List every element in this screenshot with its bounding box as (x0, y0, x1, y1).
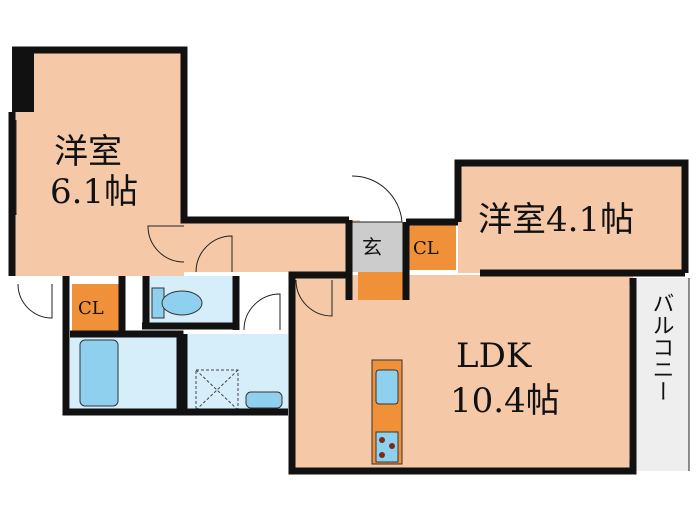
closet-right-label: CL (413, 238, 439, 259)
room-a-name: 洋室 (54, 132, 122, 172)
wall-ldk-right (288, 271, 637, 475)
western-room-a (12, 50, 184, 276)
balcony (633, 278, 689, 471)
door-swing-toilet (195, 235, 233, 273)
wall-wash (180, 334, 288, 416)
door-swing-corridor (147, 225, 185, 263)
toilet-bowl (161, 290, 203, 316)
bathtub (79, 339, 119, 407)
door-swing-closet-left (17, 283, 53, 319)
wall-room-a-top (12, 46, 349, 224)
wall-column (12, 50, 34, 112)
closet-left-label: CL (78, 298, 104, 319)
western-room-b (458, 163, 685, 273)
wash-basin (245, 391, 283, 409)
kitchen-sink (375, 369, 399, 405)
entrance-step (358, 272, 406, 300)
ldk-name: LDK (456, 336, 532, 376)
stove-burner-2 (389, 443, 395, 449)
closet-left (72, 284, 122, 332)
entrance (349, 222, 403, 272)
room-b-label: 洋室4.1帖 (478, 200, 634, 240)
ldk-size: 10.4帖 (450, 381, 560, 421)
corridor (184, 220, 360, 272)
room-a-size: 6.1帖 (50, 172, 138, 212)
wall-room-b (454, 159, 689, 273)
wall-bath-outer (62, 276, 184, 416)
entrance-label: 玄 (362, 235, 382, 259)
balcony-label: バルコニー (649, 292, 674, 402)
door-swing-wash (243, 293, 281, 331)
ldk-room (292, 275, 633, 471)
stove-burner-3 (379, 452, 385, 458)
door-swing-ldk (295, 279, 333, 317)
door-swing-entrance (351, 175, 403, 223)
stove-burner-1 (379, 437, 385, 443)
closet-right (408, 224, 456, 270)
